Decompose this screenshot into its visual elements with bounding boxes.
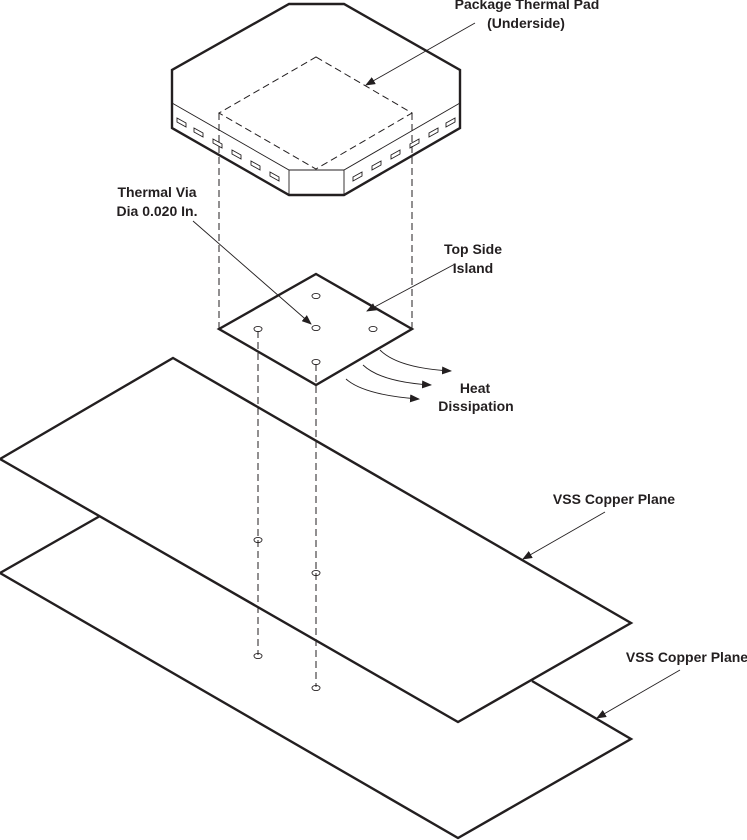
leader-vss-plane-upper [522, 511, 606, 560]
package-body [170, 2, 462, 197]
vss-plane-upper [0, 356, 634, 724]
label-vss-plane-upper: VSS Copper Plane [553, 491, 675, 507]
label-top-side-line2: Island [453, 260, 493, 276]
vss-plane-lower [0, 514, 634, 840]
via-hole-island-front [311, 358, 321, 366]
label-vss-plane-lower: VSS Copper Plane [626, 649, 747, 665]
via-hole-island-left [253, 325, 263, 333]
via-hole-upper-left [253, 536, 263, 544]
heat-arrow-1 [379, 349, 452, 375]
leader-thermal-pad [365, 22, 476, 86]
label-heat-line1: Heat [460, 380, 491, 396]
label-top-side-line1: Top Side [444, 241, 502, 257]
via-hole-island-right [368, 325, 378, 333]
package-thermal-pad [217, 56, 413, 170]
label-thermal-pad-line2: (Underside) [487, 15, 565, 31]
via-hole-upper-front [311, 569, 321, 577]
via-hole-island-center [311, 324, 321, 332]
via-hole-lower-left [253, 652, 263, 660]
leader-top-side-island [366, 263, 456, 312]
via-hole-lower-front [311, 684, 321, 692]
label-heat-line2: Dissipation [438, 398, 513, 414]
leader-thermal-via [192, 220, 312, 325]
via-hole-island-back [311, 292, 321, 300]
leader-vss-plane-lower [596, 669, 681, 719]
label-thermal-via-line1: Thermal Via [117, 184, 196, 200]
label-thermal-pad-line1: Package Thermal Pad [455, 0, 600, 12]
label-thermal-via-line2: Dia 0.020 In. [117, 203, 198, 219]
heat-arrow-3 [345, 378, 420, 403]
heat-arrow-2 [362, 364, 432, 389]
top-side-island [216, 272, 415, 387]
